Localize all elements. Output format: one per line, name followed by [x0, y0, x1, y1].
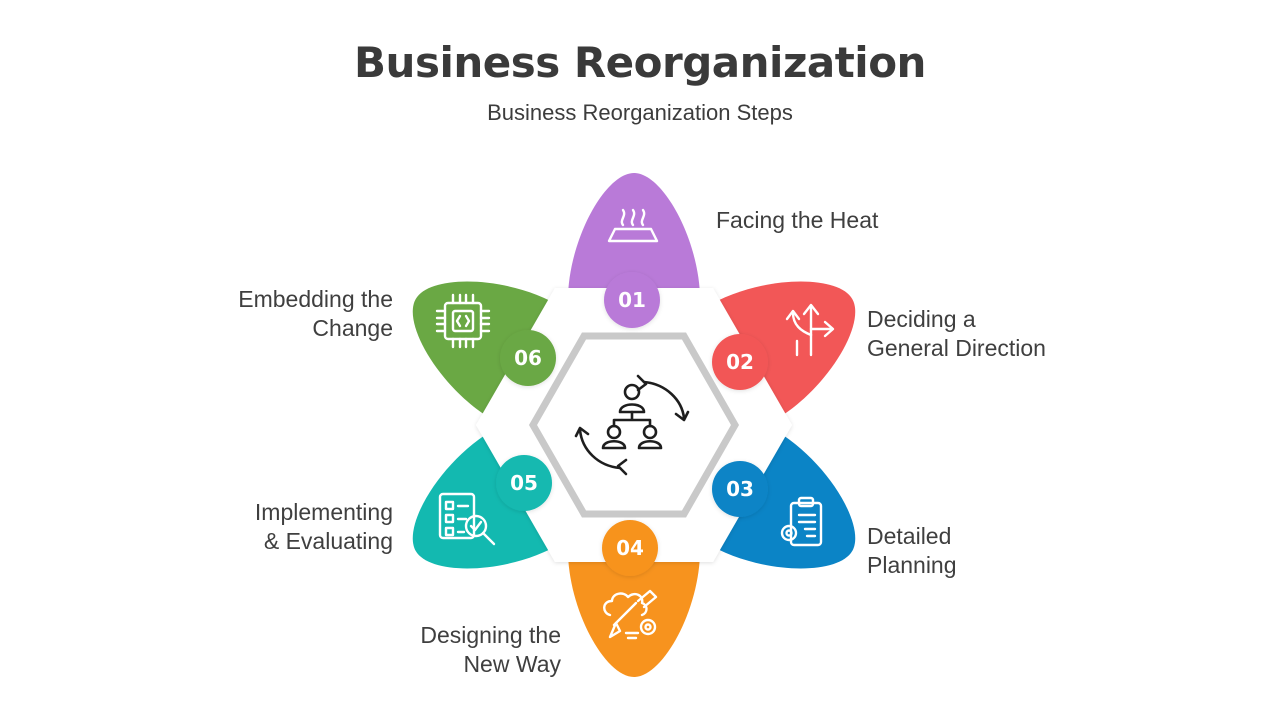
step-label-01-line1: Facing the Heat — [716, 207, 879, 233]
step-label-05-line1: Implementing — [254, 499, 393, 525]
petal-01 — [567, 173, 701, 305]
step-number-03: 03 — [726, 477, 754, 501]
clipboard-gear-icon — [780, 496, 823, 547]
brain-pencil-icon — [603, 589, 658, 640]
step-label-04: Designing the New Way — [420, 621, 561, 679]
step-label-04-line2: New Way — [463, 651, 561, 677]
step-label-01: Facing the Heat — [716, 206, 878, 235]
petal-03 — [704, 427, 856, 569]
step-badge-01: 01 — [604, 272, 660, 328]
step-label-03: Detailed Planning — [867, 522, 957, 580]
step-label-06: Embedding the Change — [238, 285, 393, 343]
step-label-06-line2: Change — [312, 315, 393, 341]
step-badges: 01 02 03 04 05 06 — [496, 272, 768, 576]
inner-hexagon — [528, 332, 740, 518]
step-label-03-line1: Detailed — [867, 523, 952, 549]
step-badge-04: 04 — [602, 520, 658, 576]
petal-02 — [704, 281, 856, 423]
petal-04 — [567, 545, 701, 677]
step-label-02: Deciding a General Direction — [867, 305, 1046, 363]
petal-05 — [412, 427, 564, 569]
step-number-04: 04 — [616, 536, 644, 560]
petals — [412, 173, 856, 677]
step-number-05: 05 — [510, 471, 538, 495]
step-badge-02: 02 — [712, 334, 768, 390]
step-label-06-line1: Embedding the — [238, 286, 393, 312]
checklist-search-icon — [438, 492, 496, 546]
heat-icon — [607, 208, 659, 243]
page-subtitle: Business Reorganization Steps — [487, 100, 793, 125]
chip-icon — [435, 293, 491, 349]
petal-06 — [412, 281, 564, 423]
step-badge-03: 03 — [712, 461, 768, 517]
step-number-01: 01 — [618, 288, 646, 312]
step-badge-05: 05 — [496, 455, 552, 511]
step-label-05-line2: & Evaluating — [263, 528, 393, 554]
step-label-03-line2: Planning — [867, 552, 957, 578]
step-label-04-line1: Designing the — [420, 622, 561, 648]
step-badge-06: 06 — [500, 330, 556, 386]
step-label-05: Implementing & Evaluating — [255, 498, 393, 556]
step-number-06: 06 — [514, 346, 542, 370]
step-number-02: 02 — [726, 350, 754, 374]
step-label-02-line1: Deciding a — [867, 306, 976, 332]
org-restructure-icon — [574, 374, 690, 476]
step-label-02-line2: General Direction — [867, 335, 1046, 361]
direction-arrows-icon — [785, 303, 835, 357]
page-title: Business Reorganization — [354, 38, 926, 87]
